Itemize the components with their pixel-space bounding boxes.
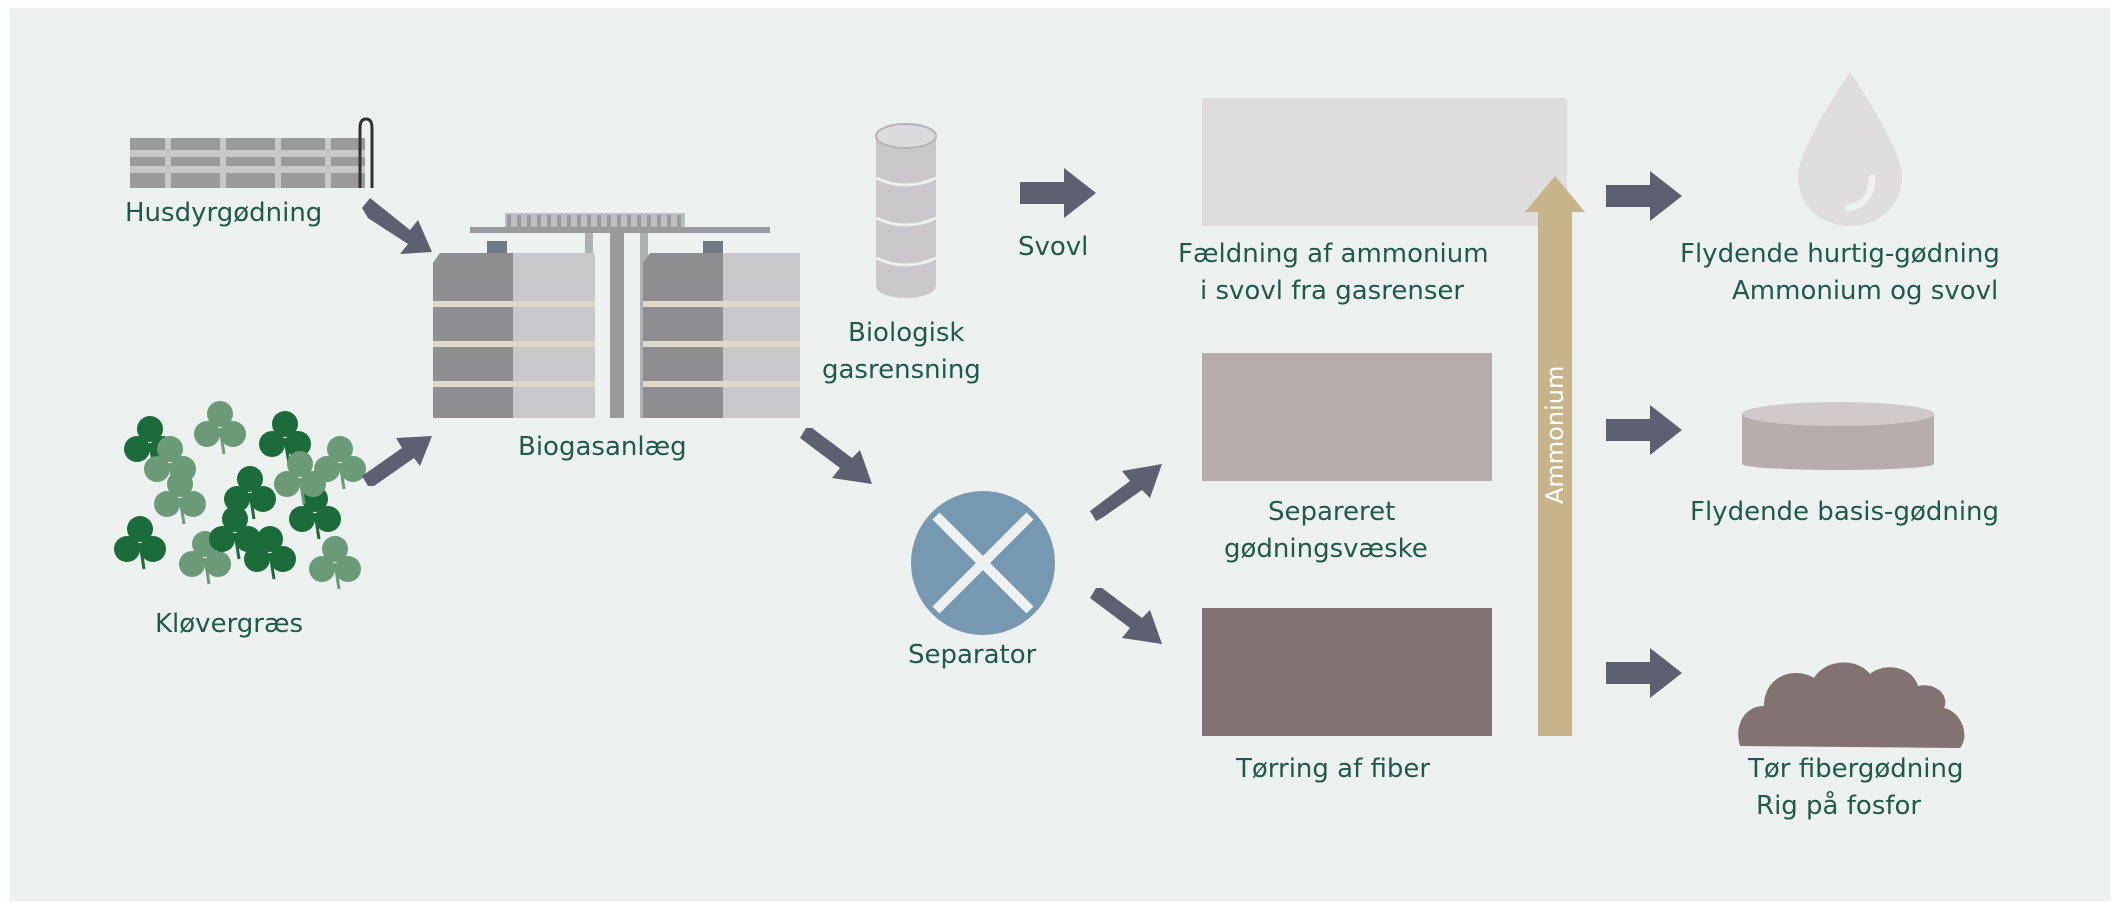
arrow-to-tor-fiber [1606, 648, 1682, 698]
label-torring: Tørring af fiber [1236, 754, 1431, 784]
label-flydende-basis: Flydende basis-gødning [1690, 497, 2000, 527]
label-separeret-2: gødningsvæske [1224, 534, 1428, 564]
label-ammonium: Ammonium [1541, 365, 1569, 504]
label-faeldning-2: i svovl fra gasrenser [1200, 276, 1465, 306]
arrow-separator-to-liquid [1090, 464, 1162, 521]
box-separeret [1202, 353, 1492, 481]
label-tor-fiber-2: Rig på fosfor [1756, 791, 1922, 821]
arrow-to-svovl [1020, 168, 1096, 218]
label-svovl: Svovl [1018, 232, 1089, 262]
label-husdyrgodning: Husdyrgødning [125, 198, 323, 228]
ammonium-arrow [1525, 176, 1585, 736]
arrow-separator-to-fiber [1090, 588, 1162, 644]
droplet-icon [1798, 72, 1902, 226]
diagram-canvas: Husdyrgødning Kløvergræs [10, 8, 2110, 901]
fiber-heap-icon [1738, 662, 1965, 748]
barn-icon [130, 117, 374, 188]
separator-icon [911, 491, 1055, 635]
biogas-plant-icon [433, 213, 800, 418]
liquid-tank-icon [1742, 402, 1934, 470]
label-biologisk-2: gasrensning [822, 355, 981, 385]
label-flydende-hurtig-2: Ammonium og svovl [1732, 276, 1999, 306]
label-klovergraes: Kløvergræs [155, 609, 304, 639]
box-torring [1202, 608, 1492, 736]
label-faeldning-1: Fældning af ammonium [1178, 239, 1489, 269]
label-separeret-1: Separeret [1268, 497, 1396, 527]
label-biologisk-1: Biologisk [848, 318, 965, 348]
label-biogasanlaeg: Biogasanlæg [518, 432, 687, 462]
arrow-to-flydende-hurtig [1606, 171, 1682, 221]
gas-cleaner-icon [875, 123, 937, 298]
label-separator: Separator [908, 640, 1037, 670]
arrow-manure-to-biogas [362, 198, 432, 254]
clover-icon [114, 401, 366, 590]
box-faeldning [1202, 98, 1567, 226]
label-flydende-hurtig-1: Flydende hurtig-gødning [1680, 239, 2000, 269]
arrow-to-flydende-basis [1606, 405, 1682, 455]
label-tor-fiber-1: Tør fibergødning [1748, 754, 1964, 784]
arrow-biogas-to-separator [800, 428, 872, 484]
arrow-clover-to-biogas [362, 436, 432, 486]
